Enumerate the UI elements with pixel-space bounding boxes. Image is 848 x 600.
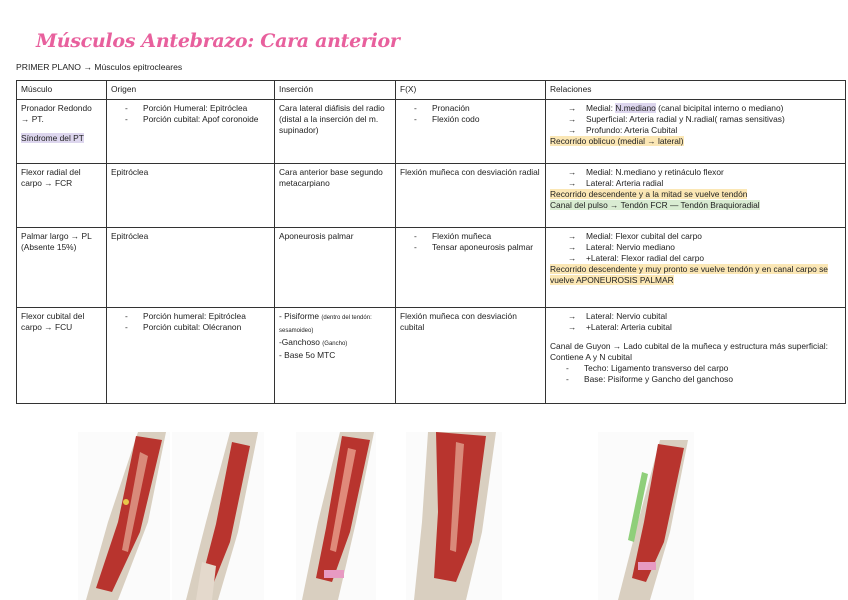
- forearm-anatomy-image-1: [78, 432, 170, 600]
- list-item: Flexión muñeca: [414, 231, 541, 242]
- list-item: Base: Pisiforme y Gancho del ganchoso: [566, 374, 841, 385]
- list-item: Medial: Flexor cubital del carpo: [568, 231, 841, 242]
- header-insercion: Inserción: [274, 80, 396, 100]
- insertion-cell: Cara lateral diáfisis del radio (distal …: [274, 99, 396, 164]
- origin-cell: Porción Humeral: Epitróclea Porción cubi…: [106, 99, 275, 164]
- relations-cell: Medial: N.mediano (canal bicipital inter…: [545, 99, 846, 164]
- function-cell: Pronación Flexión codo: [395, 99, 546, 164]
- function-cell: Flexión muñeca Tensar aponeurosis palmar: [395, 227, 546, 308]
- header-relaciones: Relaciones: [545, 80, 846, 100]
- table-header-row: Músculo Origen Inserción F(X) Relaciones: [16, 80, 846, 100]
- note-highlight: Recorrido descendente y muy pronto se vu…: [550, 264, 828, 285]
- insertion-cell: - Pisiforme (dentro del tendón: sesamoid…: [274, 307, 396, 404]
- header-origen: Origen: [106, 80, 275, 100]
- list-item: Techo: Ligamento transverso del carpo: [566, 363, 841, 374]
- origin-cell: Epitróclea: [106, 227, 275, 308]
- forearm-anatomy-image-5: [598, 432, 694, 600]
- list-item: Lateral: Nervio cubital: [568, 311, 841, 322]
- insertion-cell: Cara anterior base segundo metacarpiano: [274, 163, 396, 228]
- muscle-cell: Palmar largo → PL (Absente 15%): [16, 227, 107, 308]
- forearm-anatomy-image-3: [296, 432, 376, 600]
- note-highlight: Recorrido descendente y a la mitad se vu…: [550, 189, 748, 199]
- relations-cell: Medial: Flexor cubital del carpo Lateral…: [545, 227, 846, 308]
- syndrome-highlight: Síndrome del PT: [21, 133, 84, 143]
- header-musculo: Músculo: [16, 80, 107, 100]
- insertion-cell: Aponeurosis palmar: [274, 227, 396, 308]
- list-item: Medial: N.mediano (canal bicipital inter…: [568, 103, 841, 114]
- forearm-anatomy-image-2: [172, 432, 264, 600]
- list-item: Flexión codo: [414, 114, 541, 125]
- header-funcion: F(X): [395, 80, 546, 100]
- list-item: Porción cubital: Apof coronoide: [125, 114, 270, 125]
- relations-cell: Medial: N.mediano y retináculo flexor La…: [545, 163, 846, 228]
- function-cell: Flexión muñeca con desviación cubital: [395, 307, 546, 404]
- list-item: Profundo: Arteria Cubital: [568, 125, 841, 136]
- origin-cell: Porción humeral: Epitróclea Porción cubi…: [106, 307, 275, 404]
- list-item: Lateral: Arteria radial: [568, 178, 841, 189]
- list-item: Pronación: [414, 103, 541, 114]
- list-item: Medial: N.mediano y retináculo flexor: [568, 167, 841, 178]
- function-cell: Flexión muñeca con desviación radial: [395, 163, 546, 228]
- muscle-cell: Flexor radial del carpo → FCR: [16, 163, 107, 228]
- forearm-anatomy-image-4: [406, 432, 502, 600]
- relations-cell: Lateral: Nervio cubital +Lateral: Arteri…: [545, 307, 846, 404]
- list-item: +Lateral: Arteria cubital: [568, 322, 841, 333]
- list-item: Porción Humeral: Epitróclea: [125, 103, 270, 114]
- table-row: Palmar largo → PL (Absente 15%) Epitrócl…: [16, 227, 846, 308]
- note-highlight: Recorrido oblicuo (medial → lateral): [550, 136, 684, 146]
- table-row: Flexor radial del carpo → FCR Epitróclea…: [16, 163, 846, 228]
- page-title: Músculos Antebrazo: Cara anterior: [36, 30, 400, 52]
- muscles-table: Músculo Origen Inserción F(X) Relaciones…: [16, 80, 846, 404]
- list-item: Superficial: Arteria radial y N.radial( …: [568, 114, 841, 125]
- guyon-paragraph: Canal de Guyon → Lado cubital de la muñe…: [550, 341, 828, 362]
- pulse-canal-highlight: Canal del pulso → Tendón FCR — Tendón Br…: [550, 200, 760, 210]
- list-item: Porción humeral: Epitróclea: [125, 311, 270, 322]
- list-item: Porción cubital: Olécranon: [125, 322, 270, 333]
- section-subtitle: PRIMER PLANO → Músculos epitrocleares: [16, 62, 183, 72]
- muscle-cell: Flexor cubital del carpo → FCU: [16, 307, 107, 404]
- list-item: Tensar aponeurosis palmar: [414, 242, 541, 253]
- table-row: Pronador Redondo → PT. Síndrome del PT P…: [16, 99, 846, 164]
- list-item: Lateral: Nervio mediano: [568, 242, 841, 253]
- table-row: Flexor cubital del carpo → FCU Porción h…: [16, 307, 846, 404]
- list-item: +Lateral: Flexor radial del carpo: [568, 253, 841, 264]
- origin-cell: Epitróclea: [106, 163, 275, 228]
- muscle-cell: Pronador Redondo → PT. Síndrome del PT: [16, 99, 107, 164]
